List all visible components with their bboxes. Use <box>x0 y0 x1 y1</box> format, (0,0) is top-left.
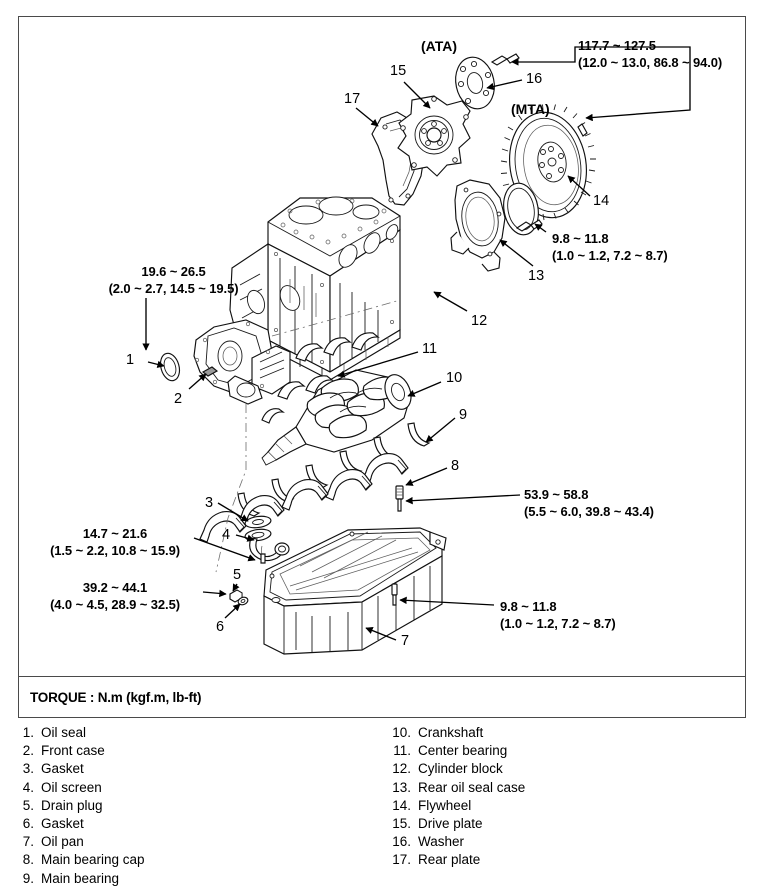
torque-callout-oil-pan-bolt: 9.8 ~ 11.8 (1.0 ~ 1.2, 7.2 ~ 8.7) <box>500 598 616 632</box>
torque-line-1: 9.8 ~ 11.8 <box>552 231 609 246</box>
torque-callout-drain-plug: 39.2 ~ 44.1 (4.0 ~ 4.5, 28.9 ~ 32.5) <box>25 579 205 613</box>
legend-label: Main bearing <box>41 870 120 886</box>
list-item: 2. Front case <box>8 742 378 760</box>
list-item: 9. Main bearing <box>8 870 378 888</box>
torque-line-2: (4.0 ~ 4.5, 28.9 ~ 32.5) <box>50 597 180 613</box>
torque-line-2: (1.0 ~ 1.2, 7.2 ~ 8.7) <box>552 248 668 264</box>
item-number-1: 1 <box>126 352 135 368</box>
torque-line-1: 53.9 ~ 58.8 <box>524 487 589 502</box>
item-number-16: 16 <box>526 71 543 87</box>
torque-line-1: 39.2 ~ 44.1 <box>82 580 148 595</box>
item-number-12: 12 <box>471 313 488 329</box>
item-number-2: 2 <box>174 391 183 407</box>
legend-label: Crankshaft <box>418 725 484 740</box>
legend-number: 3. <box>22 761 34 777</box>
torque-note-text: TORQUE : N.m (kgf.m, lb-ft) <box>30 689 202 705</box>
legend-label: Rear plate <box>418 852 481 868</box>
item-number-10: 10 <box>446 370 463 386</box>
torque-line-2: (1.0 ~ 1.2, 7.2 ~ 8.7) <box>500 616 616 632</box>
legend-label: Front case <box>41 743 105 759</box>
legend-label: Oil seal <box>41 725 87 740</box>
legend-number: 11. <box>393 743 411 759</box>
item-number-3: 3 <box>205 495 214 511</box>
legend-number: 16. <box>392 834 411 850</box>
item-number-15: 15 <box>390 63 407 79</box>
legend-number: 14. <box>392 797 411 813</box>
parts-legend-right-column: 10. Crankshaft 11. Center bearing 12. Cy… <box>385 724 755 870</box>
legend-number: 15. <box>392 816 411 832</box>
legend-number: 2. <box>22 743 34 759</box>
item-number-6: 6 <box>216 619 225 635</box>
parts-legend-left-column: 1. Oil seal 2. Front case 3. Gasket 4. O… <box>8 724 378 888</box>
torque-note-box: TORQUE : N.m (kgf.m, lb-ft) <box>19 676 745 717</box>
legend-number: 17. <box>392 852 411 868</box>
torque-line-1: 14.7 ~ 21.6 <box>82 526 148 541</box>
item-number-9: 9 <box>459 407 468 423</box>
item-number-5: 5 <box>233 567 242 583</box>
list-item: 10. Crankshaft <box>385 724 755 742</box>
torque-callout-rear-oil-seal-case-bolt: 9.8 ~ 11.8 (1.0 ~ 1.2, 7.2 ~ 8.7) <box>552 230 668 264</box>
list-item: 15. Drive plate <box>385 815 755 833</box>
torque-callout-oil-screen-bolt: 14.7 ~ 21.6 (1.5 ~ 2.2, 10.8 ~ 15.9) <box>25 525 205 559</box>
torque-callout-front-case-bolt: 19.6 ~ 26.5 (2.0 ~ 2.7, 14.5 ~ 19.5) <box>86 263 261 297</box>
legend-number: 4. <box>22 779 34 795</box>
legend-number: 1. <box>22 725 34 740</box>
torque-line-2: (12.0 ~ 13.0, 86.8 ~ 94.0) <box>578 55 723 71</box>
legend-label: Gasket <box>41 816 84 832</box>
legend-label: Drain plug <box>41 797 103 813</box>
list-item: 8. Main bearing cap <box>8 851 378 869</box>
legend-number: 6. <box>22 816 34 832</box>
list-item: 17. Rear plate <box>385 851 755 869</box>
torque-line-2: (2.0 ~ 2.7, 14.5 ~ 19.5) <box>108 281 239 297</box>
legend-label: Washer <box>418 834 465 850</box>
legend-label: Gasket <box>41 761 84 777</box>
legend-number: 7. <box>22 834 34 850</box>
item-number-17: 17 <box>344 91 361 107</box>
label-ata: (ATA) <box>421 38 458 54</box>
torque-callout-flywheel-bolt: 117.7 ~ 127.5 (12.0 ~ 13.0, 86.8 ~ 94.0) <box>578 37 722 71</box>
legend-number: 5. <box>22 797 34 813</box>
torque-line-1: 9.8 ~ 11.8 <box>500 599 557 614</box>
item-number-13: 13 <box>528 268 545 284</box>
legend-number: 8. <box>22 852 34 868</box>
list-item: 16. Washer <box>385 833 755 851</box>
legend-label: Center bearing <box>418 743 508 759</box>
list-item: 1. Oil seal <box>8 724 378 742</box>
list-item: 7. Oil pan <box>8 833 378 851</box>
list-item: 12. Cylinder block <box>385 760 755 778</box>
legend-number: 13. <box>392 779 411 795</box>
item-number-4: 4 <box>222 527 231 543</box>
torque-line-1: 19.6 ~ 26.5 <box>141 264 206 279</box>
legend-label: Flywheel <box>418 797 472 813</box>
torque-callout-main-bearing-cap-bolt: 53.9 ~ 58.8 (5.5 ~ 6.0, 39.8 ~ 43.4) <box>524 486 654 520</box>
legend-label: Drive plate <box>418 816 483 832</box>
item-number-7: 7 <box>401 633 410 649</box>
list-item: 4. Oil screen <box>8 779 378 797</box>
label-mta: (MTA) <box>511 101 550 117</box>
list-item: 11. Center bearing <box>385 742 755 760</box>
list-item: 5. Drain plug <box>8 797 378 815</box>
legend-number: 9. <box>22 870 34 886</box>
item-number-14: 14 <box>593 193 610 209</box>
figure-border <box>18 16 746 718</box>
legend-label: Cylinder block <box>418 761 503 777</box>
legend-number: 10. <box>392 725 411 740</box>
list-item: 13. Rear oil seal case <box>385 779 755 797</box>
parts-legend: 1. Oil seal 2. Front case 3. Gasket 4. O… <box>0 724 764 889</box>
legend-label: Oil screen <box>41 779 102 795</box>
item-number-11: 11 <box>422 341 438 357</box>
torque-line-2: (5.5 ~ 6.0, 39.8 ~ 43.4) <box>524 504 654 520</box>
legend-label: Oil pan <box>41 834 84 850</box>
legend-label: Main bearing cap <box>41 852 145 868</box>
item-number-8: 8 <box>451 458 460 474</box>
list-item: 14. Flywheel <box>385 797 755 815</box>
torque-line-2: (1.5 ~ 2.2, 10.8 ~ 15.9) <box>50 543 180 559</box>
legend-label: Rear oil seal case <box>418 779 526 795</box>
list-item: 6. Gasket <box>8 815 378 833</box>
legend-number: 12. <box>392 761 411 777</box>
list-item: 3. Gasket <box>8 760 378 778</box>
torque-line-1: 117.7 ~ 127.5 <box>578 38 656 53</box>
